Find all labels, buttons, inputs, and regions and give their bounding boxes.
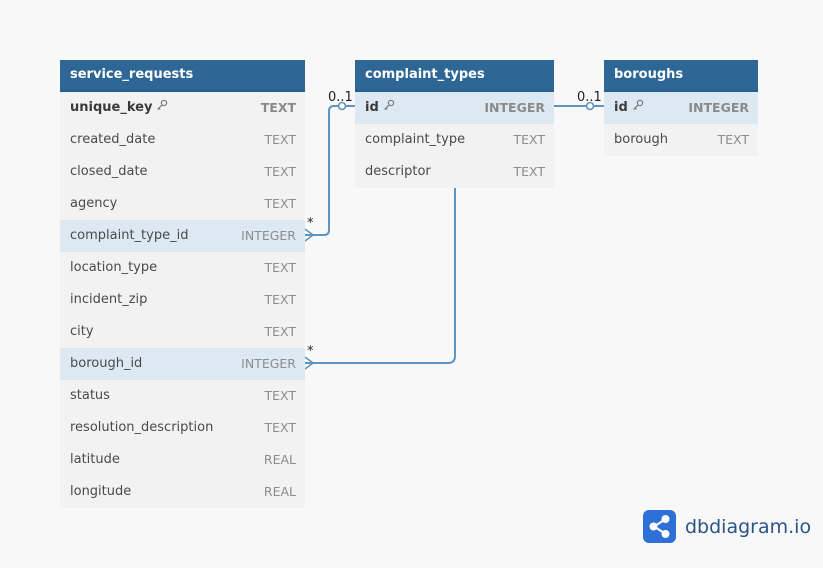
field-name: descriptor: [365, 156, 431, 188]
field-name: location_type: [70, 252, 157, 284]
brand-name: dbdiagram.io: [685, 515, 812, 538]
field-row-created-date[interactable]: created_date TEXT: [60, 124, 305, 156]
field-type: TEXT: [264, 420, 296, 435]
field-row-complaint-type[interactable]: complaint_type TEXT: [355, 124, 554, 156]
field-type: INTEGER: [688, 100, 749, 115]
field-name-text: agency: [70, 196, 118, 211]
share-nodes-icon: [643, 510, 676, 543]
field-name-text: complaint_type: [365, 132, 466, 147]
field-row-city[interactable]: city TEXT: [60, 316, 305, 348]
field-name: status: [70, 380, 110, 412]
field-name-text: complaint_type_id: [70, 228, 189, 243]
field-type: TEXT: [264, 388, 296, 403]
field-name-text: closed_date: [70, 164, 148, 179]
field-type: TEXT: [513, 164, 545, 179]
brand-logo[interactable]: dbdiagram.io: [643, 510, 811, 543]
field-name: borough_id: [70, 348, 142, 380]
field-type: REAL: [263, 452, 296, 467]
field-type: TEXT: [264, 292, 296, 307]
field-name-text: descriptor: [365, 164, 431, 179]
field-name: city: [70, 316, 94, 348]
field-name-text: id: [365, 100, 379, 115]
field-type: INTEGER: [241, 228, 296, 243]
field-row-location-type[interactable]: location_type TEXT: [60, 252, 305, 284]
field-name: closed_date: [70, 156, 148, 188]
field-row-incident-zip[interactable]: incident_zip TEXT: [60, 284, 305, 316]
field-name-text: location_type: [70, 260, 158, 275]
field-name-text: longitude: [70, 484, 132, 499]
field-row-status[interactable]: status TEXT: [60, 380, 305, 412]
field-name: resolution_description: [70, 412, 213, 444]
field-name-text: id: [614, 100, 628, 115]
optional-one-marker: [337, 101, 347, 111]
field-row-complaint-type-id[interactable]: complaint_type_id INTEGER: [60, 220, 305, 252]
relation-line-complaint-type: [305, 105, 355, 236]
table-header[interactable]: service_requests: [60, 60, 305, 92]
field-row-descriptor[interactable]: descriptor TEXT: [355, 156, 554, 188]
field-name: unique_key: [70, 92, 168, 124]
field-row-id[interactable]: id INTEGER: [604, 92, 758, 124]
field-name-text: latitude: [70, 452, 120, 467]
field-name: incident_zip: [70, 284, 147, 316]
table-boroughs[interactable]: boroughs id INTEGER borough TEXT: [604, 60, 758, 156]
key-icon: [632, 92, 644, 124]
field-name: agency: [70, 188, 117, 220]
optional-one-marker: [585, 101, 595, 111]
cardinality-label: 0..1: [328, 90, 353, 105]
key-icon: [156, 92, 168, 124]
relation-line-borough: [305, 187, 456, 364]
table-fields: id INTEGER borough TEXT: [604, 92, 758, 156]
field-type: TEXT: [264, 164, 296, 179]
field-name: borough: [614, 124, 668, 156]
field-type: TEXT: [264, 196, 296, 211]
field-row-longitude[interactable]: longitude REAL: [60, 476, 305, 508]
field-row-unique-key[interactable]: unique_key TEXT: [60, 92, 305, 124]
field-type: INTEGER: [241, 356, 296, 371]
table-header[interactable]: complaint_types: [355, 60, 554, 92]
field-name: id: [365, 92, 395, 124]
cardinality-label: *: [307, 344, 314, 359]
field-name: longitude: [70, 476, 131, 508]
field-name: id: [614, 92, 644, 124]
field-row-borough-id[interactable]: borough_id INTEGER: [60, 348, 305, 380]
field-type: REAL: [263, 484, 296, 499]
field-name-text: resolution_description: [70, 420, 214, 435]
field-type: TEXT: [264, 260, 296, 275]
crowfoot-marker: [304, 228, 315, 242]
field-type: INTEGER: [484, 100, 545, 115]
field-type: TEXT: [717, 132, 749, 147]
field-type: TEXT: [513, 132, 545, 147]
field-name-text: unique_key: [70, 100, 153, 115]
table-header[interactable]: boroughs: [604, 60, 758, 92]
field-row-latitude[interactable]: latitude REAL: [60, 444, 305, 476]
field-name: created_date: [70, 124, 155, 156]
field-name-text: incident_zip: [70, 292, 148, 307]
field-name: latitude: [70, 444, 120, 476]
field-row-agency[interactable]: agency TEXT: [60, 188, 305, 220]
field-name-text: city: [70, 324, 94, 339]
field-name: complaint_type_id: [70, 220, 188, 252]
field-name: complaint_type: [365, 124, 465, 156]
field-name-text: borough: [614, 132, 668, 147]
field-name-text: created_date: [70, 132, 156, 147]
field-row-borough[interactable]: borough TEXT: [604, 124, 758, 156]
field-type: TEXT: [260, 100, 296, 115]
cardinality-label: *: [307, 216, 314, 231]
field-name-text: borough_id: [70, 356, 143, 371]
field-row-id[interactable]: id INTEGER: [355, 92, 554, 124]
key-icon: [383, 92, 395, 124]
field-row-closed-date[interactable]: closed_date TEXT: [60, 156, 305, 188]
crowfoot-marker: [304, 356, 315, 370]
cardinality-label: 0..1: [577, 90, 602, 105]
field-name-text: status: [70, 388, 110, 403]
field-type: TEXT: [264, 324, 296, 339]
field-row-resolution-description[interactable]: resolution_description TEXT: [60, 412, 305, 444]
field-type: TEXT: [264, 132, 296, 147]
